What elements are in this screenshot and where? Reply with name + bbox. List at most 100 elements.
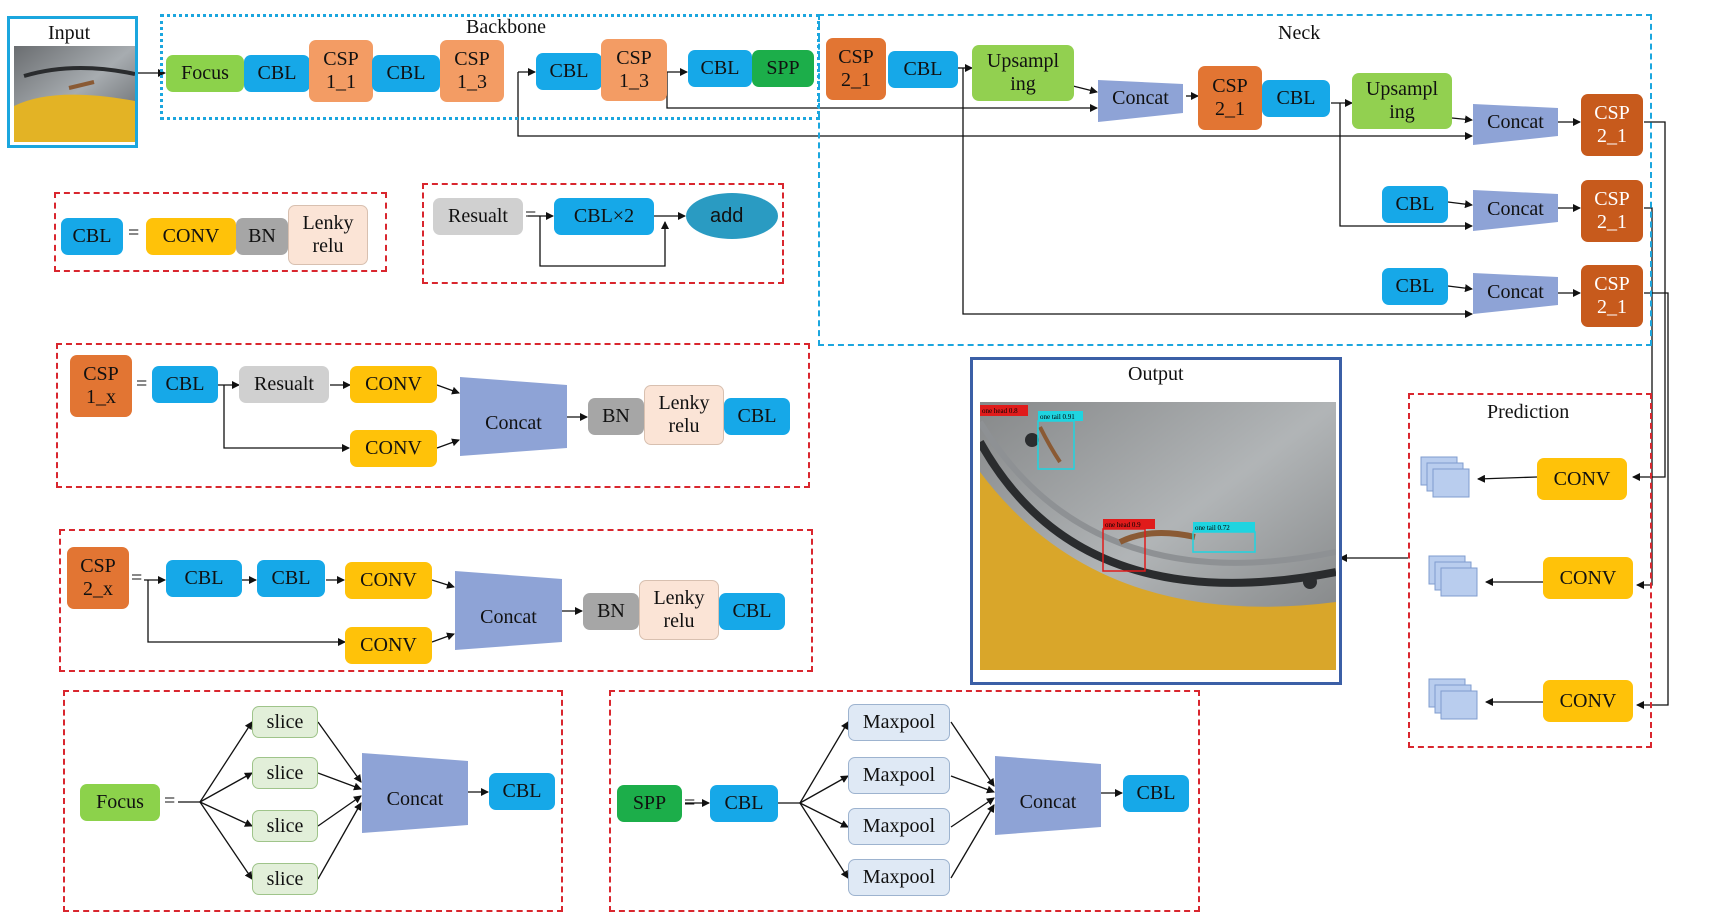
concat-shape [1473,273,1558,314]
cbl-block: CBL [888,51,958,88]
legend-cbl-frame [54,192,387,272]
csp2-1-block: CSP 2_1 [826,38,886,100]
resualt-block: Resualt [239,366,329,403]
cbl-block: CBL [489,773,555,810]
cbl-block: CBL [710,785,778,822]
maxpool-block: Maxpool [848,704,950,741]
input-image [14,46,135,142]
slice-block: slice [252,863,318,895]
equals-sign: = [164,790,176,812]
conv-block: CONV [1543,557,1633,599]
cbl-block: CBL [724,398,790,435]
prediction-title: Prediction [1487,401,1570,423]
legend-focus-frame [63,690,563,912]
equals-sign: = [128,222,140,244]
detection-label: one tail 0.72 [1195,524,1230,532]
leaky-relu-block: Lenky relu [288,205,368,265]
cbl-block: CBL [688,50,752,87]
concat-label: Concat [1112,87,1169,109]
focus-block: Focus [80,784,160,821]
csp1-3-block: CSP 1_3 [601,39,667,101]
output-frame [970,357,1342,685]
conv-block: CONV [1537,458,1627,500]
csp1-x-block: CSP 1_x [70,355,132,417]
upsampling-block: Upsampl ing [1352,73,1452,129]
cbl-block: CBL [257,560,325,597]
equals-sign: = [684,792,696,814]
resualt-block: Resualt [433,198,523,235]
cbl-block: CBL [1123,775,1189,812]
concat-shape [362,753,468,833]
legend-spp-frame [609,690,1200,912]
cbl-block: CBL [536,53,602,90]
concat-label: Concat [1019,791,1077,813]
slice-block: slice [252,706,318,738]
bn-block: BN [583,593,639,630]
cbl-block: CBL [166,560,242,597]
concat-shape [1473,190,1558,231]
maxpool-block: Maxpool [848,859,950,896]
csp2-1-block: CSP 2_1 [1581,94,1643,156]
output-image: one tail 0.91 one tail 0.72 one head 0.9… [980,402,1336,670]
cbl-block: CBL [719,593,785,630]
input-frame [7,16,138,148]
csp1-3-block: CSP 1_3 [440,40,504,102]
cbl-block: CBL [1262,80,1330,117]
maxpool-block: Maxpool [848,757,950,794]
concat-shape [460,377,567,456]
conv-block: CONV [146,218,236,255]
maxpool-block: Maxpool [848,808,950,845]
leaky-relu-block: Lenky relu [644,385,724,445]
add-label: add [710,205,744,227]
cbl-block: CBL [61,218,123,255]
csp2-1-block: CSP 2_1 [1581,180,1643,242]
legend-csp2-frame [59,529,813,672]
concat-label: Concat [480,606,537,628]
concat-label: Concat [386,788,444,810]
concat-shape [1473,104,1558,145]
prediction-frame [1408,393,1652,748]
cbl-x2-block: CBL×2 [554,198,654,235]
detection-label: one head 0.8 [982,407,1018,415]
equals-sign: = [131,567,143,589]
equals-sign: = [525,204,537,226]
backbone-title: Backbone [466,16,546,38]
detection-label: one tail 0.91 [1040,413,1075,421]
concat-label: Concat [1487,198,1544,220]
spp-block: SPP [617,785,682,822]
cbl-block: CBL [372,55,440,92]
concat-shape [1098,80,1183,122]
csp2-1-block: CSP 2_1 [1198,66,1262,130]
concat-shape [455,571,562,650]
cbl-block: CBL [1382,186,1448,223]
cbl-block: CBL [152,366,218,403]
slice-block: slice [252,757,318,789]
input-title: Input [48,22,91,44]
cbl-block: CBL [244,55,310,92]
concat-label: Concat [485,412,542,434]
spp-block: SPP [752,50,814,87]
legend-resualt-frame [422,183,784,284]
csp2-1-block: CSP 2_1 [1581,265,1643,327]
concat-label: Concat [1487,281,1544,303]
slice-block: slice [252,810,318,842]
conv-block: CONV [345,627,432,664]
neck-frame [818,14,1652,346]
add-shape [686,193,778,239]
leaky-relu-block: Lenky relu [639,580,719,640]
conv-block: CONV [350,366,437,403]
conv-block: CONV [345,562,432,599]
legend-csp1-frame [56,343,810,488]
equals-sign: = [136,373,148,395]
upsampling-block: Upsampl ing [972,45,1074,101]
conv-block: CONV [350,430,437,467]
focus-block: Focus [166,55,244,92]
detection-label: one head 0.9 [1105,521,1141,529]
conv-block: CONV [1543,680,1633,722]
bn-block: BN [588,398,644,435]
concat-label: Concat [1487,111,1544,133]
output-title: Output [1128,363,1184,385]
cbl-block: CBL [1382,268,1448,305]
bn-block: BN [236,218,288,255]
